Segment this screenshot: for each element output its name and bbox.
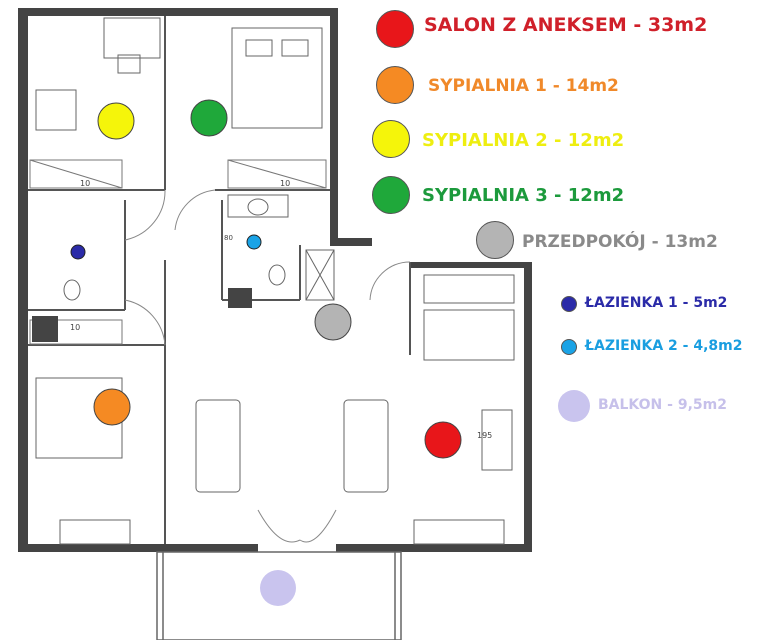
legend-label-sypialnia-1: SYPIALNIA 1 - 14m2 <box>428 76 619 96</box>
dim-label: 80 <box>224 234 233 242</box>
legend-label-sypialnia-2: SYPIALNIA 2 - 12m2 <box>422 130 625 151</box>
closets <box>29 159 327 345</box>
exterior-walls <box>18 8 532 552</box>
balcony-outline <box>156 551 402 640</box>
legend-label-salon: SALON Z ANEKSEM - 33m2 <box>424 14 708 36</box>
marker-sypialnia-1 <box>93 388 131 426</box>
dim-label: 10 <box>280 179 290 188</box>
marker-przedpokoj <box>314 303 352 341</box>
legend-label-lazienka-2: ŁAZIENKA 2 - 4,8m2 <box>585 338 743 354</box>
legend-label-balkon: BALKON - 9,5m2 <box>598 397 727 413</box>
legend-label-lazienka-1: ŁAZIENKA 1 - 5m2 <box>585 295 728 311</box>
legend-dot-salon <box>376 10 414 48</box>
door-swings <box>124 189 411 543</box>
marker-sypialnia-3 <box>190 99 228 137</box>
marker-balkon <box>260 570 296 606</box>
marker-lazienka-2 <box>246 234 262 250</box>
marker-lazienka-1 <box>70 244 86 260</box>
legend-label-sypialnia-3: SYPIALNIA 3 - 12m2 <box>422 185 625 206</box>
marker-sypialnia-2 <box>97 102 135 140</box>
furniture <box>35 17 515 545</box>
dim-label: 10 <box>80 179 90 188</box>
legend-dot-balkon <box>558 390 590 422</box>
legend-dot-sypialnia-3 <box>372 176 410 214</box>
interior-walls <box>28 16 411 544</box>
legend-label-przedpokoj: PRZEDPOKÓJ - 13m2 <box>522 232 718 252</box>
chimney <box>228 288 252 308</box>
legend-dot-sypialnia-2 <box>372 120 410 158</box>
legend-dot-przedpokoj <box>476 221 514 259</box>
legend-dot-lazienka-2 <box>561 339 577 355</box>
legend-dot-sypialnia-1 <box>376 66 414 104</box>
dim-label: 10 <box>70 323 80 332</box>
marker-salon <box>424 421 462 459</box>
column <box>32 316 58 342</box>
dim-label: 195 <box>477 431 492 440</box>
legend-dot-lazienka-1 <box>561 296 577 312</box>
